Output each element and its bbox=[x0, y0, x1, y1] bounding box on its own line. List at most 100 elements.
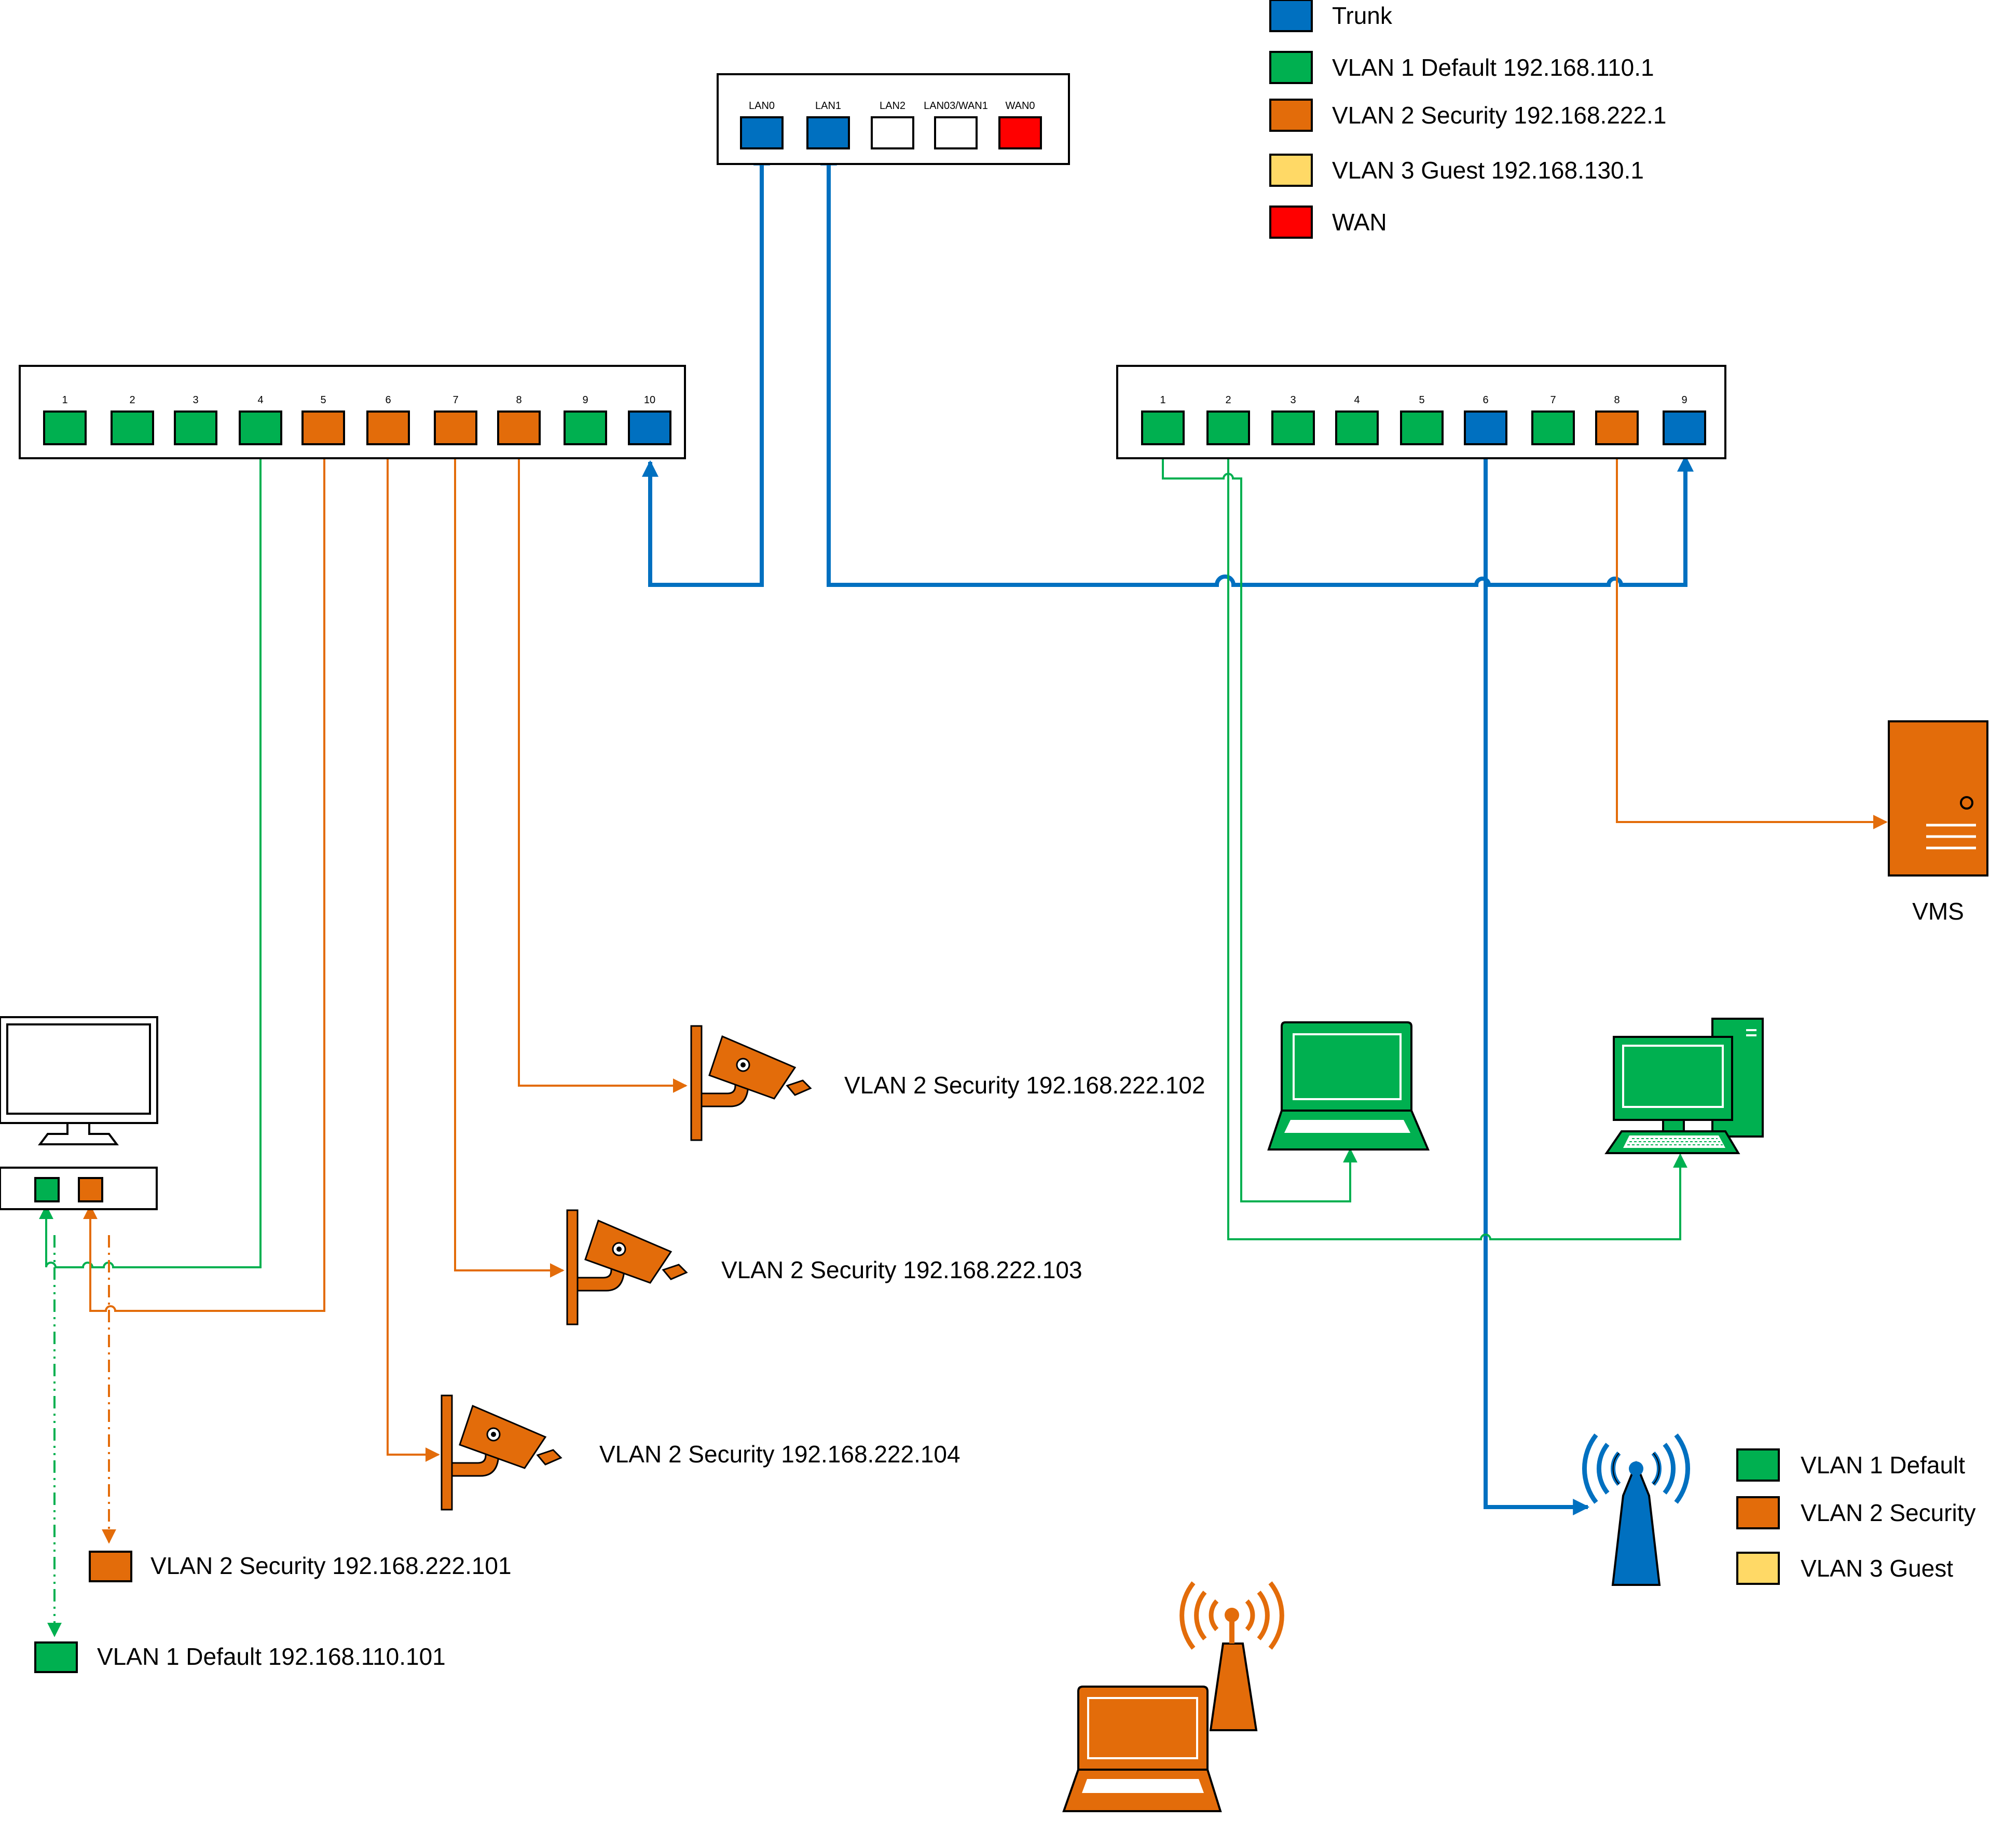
endpoint-vlan1-square bbox=[34, 1641, 78, 1673]
switch-left-port-1 bbox=[43, 410, 87, 445]
switch-left-port-4 bbox=[239, 410, 282, 445]
link-lsw6-cam104 bbox=[387, 445, 440, 1462]
legend-top-label-3: VLAN 2 Security 192.168.222.1 bbox=[1332, 102, 1666, 129]
security-camera-icon-104 bbox=[441, 1394, 562, 1511]
switch-right: 1 2 3 4 5 6 7 8 9 bbox=[1116, 365, 1726, 459]
endpoint-vlan2-label: VLAN 2 Security 192.168.222.101 bbox=[150, 1552, 512, 1579]
router-port-2 bbox=[806, 116, 850, 149]
switch-right-port-9 bbox=[1663, 410, 1706, 445]
switch-left-port-label-2: 2 bbox=[129, 394, 135, 406]
switch-left: 1 2 3 4 5 6 7 8 9 10 bbox=[19, 365, 686, 459]
legend-bottom-swatch-2 bbox=[1736, 1496, 1780, 1529]
link-lsw7-cam103 bbox=[454, 445, 565, 1278]
switch-right-port-5 bbox=[1400, 410, 1444, 445]
legend-bottom-swatch-3 bbox=[1736, 1552, 1780, 1585]
switch-left-port-9 bbox=[564, 410, 607, 445]
link-lsw5-pc bbox=[83, 445, 325, 1312]
router-port-3 bbox=[871, 116, 914, 149]
legend-bottom-label-3: VLAN 3 Guest bbox=[1801, 1555, 1953, 1582]
switch-left-port-6 bbox=[366, 410, 410, 445]
switch-right-port-7 bbox=[1531, 410, 1575, 445]
trunk-link-right bbox=[820, 148, 1694, 587]
router-port-label-4: LAN03/WAN1 bbox=[924, 100, 988, 112]
trunk-link-left bbox=[642, 148, 770, 587]
camera-104-label: VLAN 2 Security 192.168.222.104 bbox=[599, 1441, 960, 1468]
link-lsw8-cam102 bbox=[518, 445, 688, 1093]
camera-103-label: VLAN 2 Security 192.168.222.103 bbox=[721, 1256, 1082, 1283]
switch-left-port-label-9: 9 bbox=[582, 394, 588, 406]
switch-right-port-label-1: 1 bbox=[1160, 394, 1165, 406]
switch-right-port-label-3: 3 bbox=[1290, 394, 1296, 406]
vms-label: VMS bbox=[1912, 898, 1964, 925]
pc-port-vlan1 bbox=[34, 1177, 60, 1202]
switch-right-port-label-4: 4 bbox=[1354, 394, 1360, 406]
switch-left-port-label-1: 1 bbox=[62, 394, 67, 406]
wireless-access-point-icon bbox=[1582, 1433, 1690, 1586]
switch-left-port-8 bbox=[497, 410, 541, 445]
legend-top-label-5: WAN bbox=[1332, 209, 1387, 236]
switch-left-port-label-10: 10 bbox=[644, 394, 655, 406]
laptop-icon bbox=[1267, 1021, 1430, 1151]
monitor-icon bbox=[0, 1016, 158, 1145]
legend-top-label-1: Trunk bbox=[1332, 2, 1393, 29]
router-port-4 bbox=[934, 116, 978, 149]
switch-right-port-3 bbox=[1271, 410, 1315, 445]
legend-bottom-label-1: VLAN 1 Default bbox=[1801, 1452, 1965, 1479]
switch-right-port-label-9: 9 bbox=[1681, 394, 1687, 406]
router-port-1 bbox=[740, 116, 784, 149]
legend-top-swatch-1 bbox=[1269, 0, 1313, 32]
trunk-link-ap bbox=[1484, 445, 1590, 1515]
switch-left-port-3 bbox=[174, 410, 217, 445]
legend-bottom-label-2: VLAN 2 Security bbox=[1801, 1499, 1975, 1526]
links bbox=[39, 148, 1888, 1637]
vms-server-icon bbox=[1888, 720, 1988, 877]
switch-left-port-2 bbox=[111, 410, 154, 445]
pc-nic-box bbox=[0, 1167, 158, 1210]
laptop-orange-icon bbox=[1062, 1686, 1222, 1812]
switch-left-port-label-4: 4 bbox=[257, 394, 263, 406]
wireless-access-point-orange-icon bbox=[1179, 1581, 1284, 1731]
pc-port-vlan2 bbox=[78, 1177, 103, 1202]
switch-left-port-label-5: 5 bbox=[320, 394, 326, 406]
switch-right-port-label-5: 5 bbox=[1419, 394, 1424, 406]
router-port-5 bbox=[998, 116, 1042, 149]
router-port-label-2: LAN1 bbox=[815, 100, 841, 112]
router-port-label-5: WAN0 bbox=[1005, 100, 1035, 112]
switch-right-port-6 bbox=[1464, 410, 1507, 445]
router-port-label-3: LAN2 bbox=[880, 100, 905, 112]
switch-left-port-label-7: 7 bbox=[452, 394, 458, 406]
security-camera-icon-103 bbox=[566, 1209, 688, 1325]
legend-top-swatch-5 bbox=[1269, 206, 1313, 239]
link-rsw8-vms bbox=[1616, 445, 1888, 829]
legend-top-label-4: VLAN 3 Guest 192.168.130.1 bbox=[1332, 157, 1644, 184]
switch-right-port-1 bbox=[1141, 410, 1185, 445]
switch-right-port-8 bbox=[1595, 410, 1639, 445]
endpoint-vlan2-square bbox=[89, 1551, 132, 1582]
switch-left-port-label-6: 6 bbox=[385, 394, 391, 406]
security-camera-icon-102 bbox=[690, 1025, 812, 1141]
switch-right-port-label-6: 6 bbox=[1483, 394, 1488, 406]
endpoint-vlan1-label: VLAN 1 Default 192.168.110.101 bbox=[97, 1643, 446, 1670]
switch-right-port-label-2: 2 bbox=[1225, 394, 1231, 406]
legend-bottom-swatch-1 bbox=[1736, 1448, 1780, 1482]
link-rsw2-desktop bbox=[1227, 445, 1687, 1240]
legend-top-swatch-3 bbox=[1269, 99, 1313, 132]
legend-top-label-2: VLAN 1 Default 192.168.110.1 bbox=[1332, 54, 1654, 81]
switch-right-port-4 bbox=[1335, 410, 1379, 445]
switch-right-port-label-8: 8 bbox=[1614, 394, 1620, 406]
switch-left-port-5 bbox=[301, 410, 345, 445]
switch-left-port-label-3: 3 bbox=[193, 394, 198, 406]
legend-top-swatch-4 bbox=[1269, 154, 1313, 187]
switch-left-port-10 bbox=[628, 410, 671, 445]
switch-left-port-label-8: 8 bbox=[516, 394, 521, 406]
camera-102-label: VLAN 2 Security 192.168.222.102 bbox=[844, 1072, 1205, 1099]
switch-right-port-2 bbox=[1206, 410, 1250, 445]
switch-left-port-7 bbox=[434, 410, 477, 445]
switch-right-port-label-7: 7 bbox=[1550, 394, 1556, 406]
desktop-computer-icon bbox=[1604, 1018, 1764, 1154]
link-rsw1-laptop bbox=[1162, 445, 1357, 1202]
